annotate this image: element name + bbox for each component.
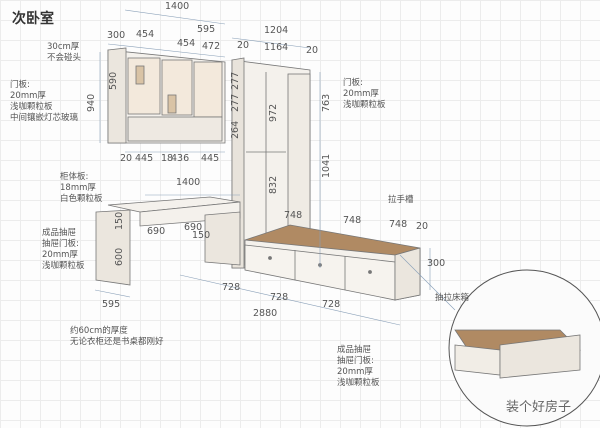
dim: 300 (107, 30, 126, 41)
note-bed-drawer: 成品抽屉 抽屉门板: 20mm厚 浅咖颗粒板 (337, 345, 380, 388)
dim: 2880 (253, 308, 278, 319)
dim: 690 (184, 222, 203, 233)
dim: 763 (321, 93, 332, 112)
dim: 940 (86, 93, 97, 112)
upper-cabinet-side (107, 47, 127, 144)
detail-drawer (454, 344, 501, 376)
book (167, 94, 177, 114)
dim: 1041 (321, 153, 332, 178)
dim: 1204 (264, 25, 289, 36)
note-upper-door: 门板: 20mm厚 浅咖颗粒板 中间镶嵌灯芯玻璃 (10, 80, 79, 123)
dim: 264 (230, 120, 241, 139)
dim: 1400 (165, 1, 190, 12)
dim: 454 (177, 38, 196, 49)
dim: 20 (120, 153, 133, 164)
dim: 277 (230, 71, 241, 90)
dim: 832 (268, 175, 279, 194)
dim: 472 (202, 41, 221, 52)
dim: 690 (147, 226, 166, 237)
desk-leg (95, 209, 131, 286)
dim: 454 (136, 29, 155, 40)
glass-door-3 (193, 61, 223, 118)
desk-support (204, 211, 241, 266)
note-top-cabinet: 30cm厚 不会碰头 (47, 42, 82, 63)
detail-frame (499, 334, 581, 379)
dim: 20 (416, 221, 429, 232)
note-carcass: 柜体板: 18mm厚 白色颗粒板 (60, 172, 103, 204)
dim: 20 (237, 40, 250, 51)
dim: 445 (201, 153, 220, 164)
dim: 20 (306, 45, 319, 56)
dim: 728 (222, 282, 241, 293)
book (135, 65, 145, 85)
detail-title: 抽拉床箱 (435, 293, 470, 303)
note-depth: 约60cm的厚度 无论衣柜还是书桌都刚好 (70, 326, 164, 347)
page-title: 次卧室 (12, 11, 54, 27)
dim: 972 (268, 103, 279, 122)
dimension-lines (94, 9, 431, 326)
dim: 150 (192, 230, 211, 241)
dim: 445 (135, 153, 154, 164)
dim: 595 (102, 299, 121, 310)
dim: 748 (284, 210, 303, 221)
dim: 590 (108, 71, 119, 90)
dim: 1400 (176, 177, 201, 188)
dim: 1164 (264, 42, 289, 53)
dim: 436 (171, 153, 190, 164)
dim: 728 (322, 299, 341, 310)
dim: 150 (114, 211, 125, 230)
dim: 18 (161, 153, 174, 164)
dim: 300 (427, 258, 446, 269)
dim: 600 (114, 247, 125, 266)
dim: 748 (389, 219, 408, 230)
dim: 748 (343, 215, 362, 226)
dim: 595 (197, 24, 216, 35)
note-handle-slot: 拉手槽 (388, 195, 414, 205)
watermark: 装个好房子 (506, 400, 572, 415)
dim: 277 (230, 93, 241, 112)
dim: 728 (270, 292, 289, 303)
lower-compartments (127, 116, 223, 142)
bed-end (394, 247, 421, 301)
glass-door-2 (161, 59, 193, 116)
note-desk-drawer: 成品抽屉 抽屉门板: 20mm厚 浅咖颗粒板 (42, 228, 85, 271)
note-wardrobe-door: 门板: 20mm厚 浅咖颗粒板 (343, 78, 386, 110)
